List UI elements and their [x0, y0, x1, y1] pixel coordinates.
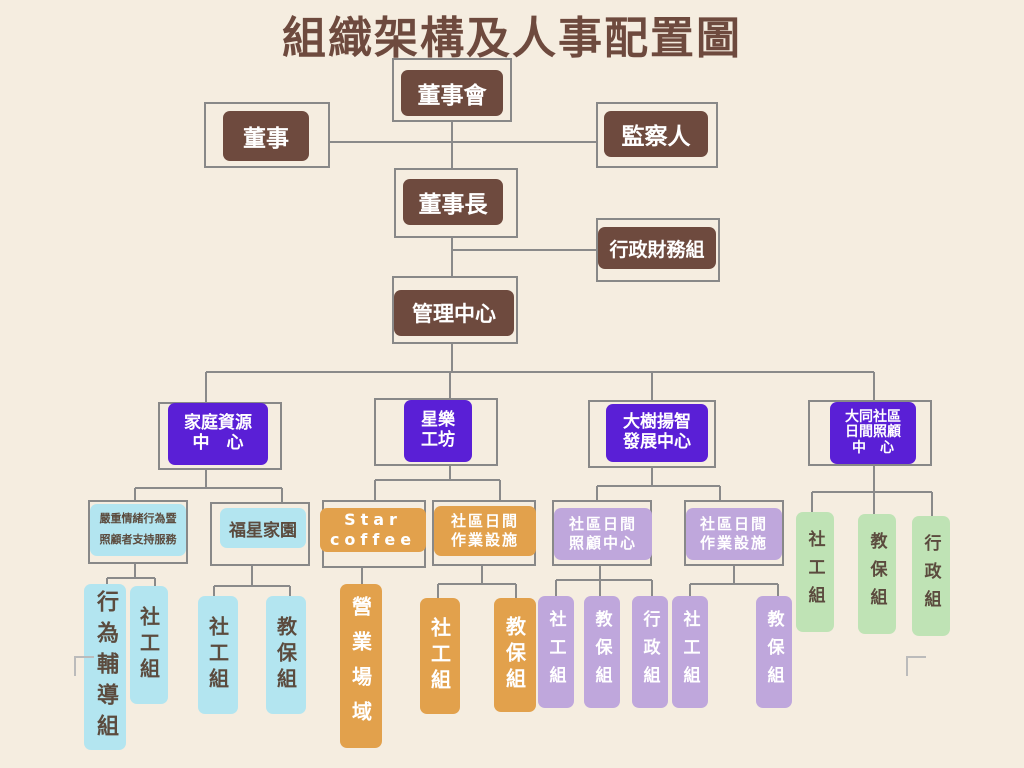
datong-daycare-center: 大同社區 日間照顧 中 心 — [830, 402, 916, 464]
star-center-frame — [374, 398, 498, 466]
chairman-frame — [394, 168, 518, 238]
behavior-frame — [88, 500, 188, 564]
fuxing-education-group: 教保組 — [266, 596, 306, 714]
page-title: 組織架構及人事配置圖 — [282, 13, 742, 64]
behavior-social-work-group: 社工組 — [130, 586, 168, 704]
board-frame — [392, 58, 512, 122]
corner-mark-left — [74, 656, 94, 676]
admin-finance-frame — [596, 218, 720, 282]
family-resource-center: 家庭資源 中 心 — [168, 403, 268, 465]
supervisor-frame — [596, 102, 718, 168]
fuxing-social-work-group: 社工組 — [198, 596, 238, 714]
daycare-admin-group: 行政組 — [632, 596, 668, 708]
datong-center-frame — [808, 400, 932, 466]
day-work-facility-1: 社區日間 作業設施 — [434, 506, 536, 556]
daywork2-education-group: 教保組 — [756, 596, 792, 708]
datong-admin-group: 行政組 — [912, 516, 950, 636]
fuxing-frame — [210, 502, 310, 566]
management-frame — [392, 276, 518, 344]
board-box: 董事會 — [401, 70, 503, 116]
star-workshop-center: 星樂 工坊 — [404, 400, 472, 462]
tree-development-center: 大樹揚智 發展中心 — [606, 404, 708, 462]
daywork-social-work-group: 社工組 — [420, 598, 460, 714]
behavior-support-unit: 嚴重情緒行為暨 照顧者支持服務 — [90, 504, 186, 556]
day-care-center-unit: 社區日間 照顧中心 — [554, 508, 652, 560]
admin-finance-box: 行政財務組 — [598, 227, 716, 269]
business-area-group: 營業場域 — [340, 584, 382, 748]
datong-social-work-group: 社工組 — [796, 512, 834, 632]
day-work2-frame — [684, 500, 784, 566]
daywork-education-group: 教保組 — [494, 598, 536, 712]
corner-mark-right — [906, 656, 926, 676]
tree-center-frame — [588, 400, 716, 468]
director-box: 董事 — [223, 111, 309, 161]
chairman-box: 董事長 — [403, 179, 503, 225]
daycare-education-group: 教保組 — [584, 596, 620, 708]
behavior-guidance-group: 行為輔導組 — [84, 584, 126, 750]
star-coffee-unit: Star coffee — [320, 508, 426, 552]
management-box: 管理中心 — [394, 290, 514, 336]
daywork2-social-work-group: 社工組 — [672, 596, 708, 708]
director-frame — [204, 102, 330, 168]
daycare-social-work-group: 社工組 — [538, 596, 574, 708]
datong-education-group: 教保組 — [858, 514, 896, 634]
supervisor-box: 監察人 — [604, 111, 708, 157]
fuxing-home-unit: 福星家園 — [220, 508, 306, 548]
day-work-facility-2: 社區日間 作業設施 — [686, 508, 782, 560]
